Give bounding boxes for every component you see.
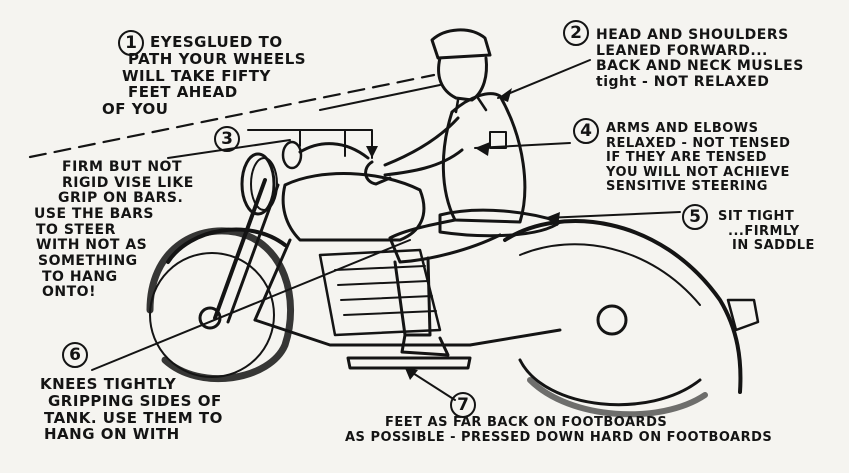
leader-2 <box>498 60 590 98</box>
callout-number-2: 2 <box>563 20 589 46</box>
callout-number-6: 6 <box>62 342 88 368</box>
rear-wheel-hub <box>598 306 626 334</box>
callout-text-7: FEET AS FAR BACK ON FOOTBOARDS AS POSSIB… <box>345 416 772 445</box>
callout-number-4: 4 <box>573 118 599 144</box>
callout-text-5: SIT TIGHT ...FIRMLY IN SADDLE <box>718 210 815 254</box>
handlebar <box>300 144 368 158</box>
rear-tire-shadow <box>530 380 705 414</box>
engine-fins <box>335 266 436 315</box>
callout-number-5: 5 <box>682 204 708 230</box>
rear-fender <box>505 221 740 392</box>
callout-text-6: KNEES TIGHTLY GRIPPING SIDES OF TANK. US… <box>40 376 223 443</box>
callout-text-1: EYESGLUED TO PATH YOUR WHEELS WILL TAKE … <box>150 34 306 118</box>
speedo <box>283 142 301 168</box>
rear-wheel-lower <box>520 360 700 405</box>
rider-head <box>439 58 487 100</box>
callout-text-3: FIRM BUT NOT RIGID VISE LIKE GRIP ON BAR… <box>62 160 194 301</box>
rear-stand <box>470 330 560 345</box>
footboard <box>348 358 470 368</box>
fuel-tank <box>283 174 424 240</box>
engine-block <box>320 250 440 335</box>
callout-text-4: ARMS AND ELBOWS RELAXED - NOT TENSED IF … <box>606 122 790 195</box>
leader-1 <box>320 85 440 110</box>
callout-text-2: HEAD AND SHOULDERS LEANED FORWARD... BAC… <box>596 28 804 91</box>
rider-cap <box>432 30 490 58</box>
leader-5 <box>545 212 680 218</box>
callout-number-3: 3 <box>214 126 240 152</box>
rider-forearm <box>385 150 462 175</box>
front-fork <box>215 180 265 318</box>
